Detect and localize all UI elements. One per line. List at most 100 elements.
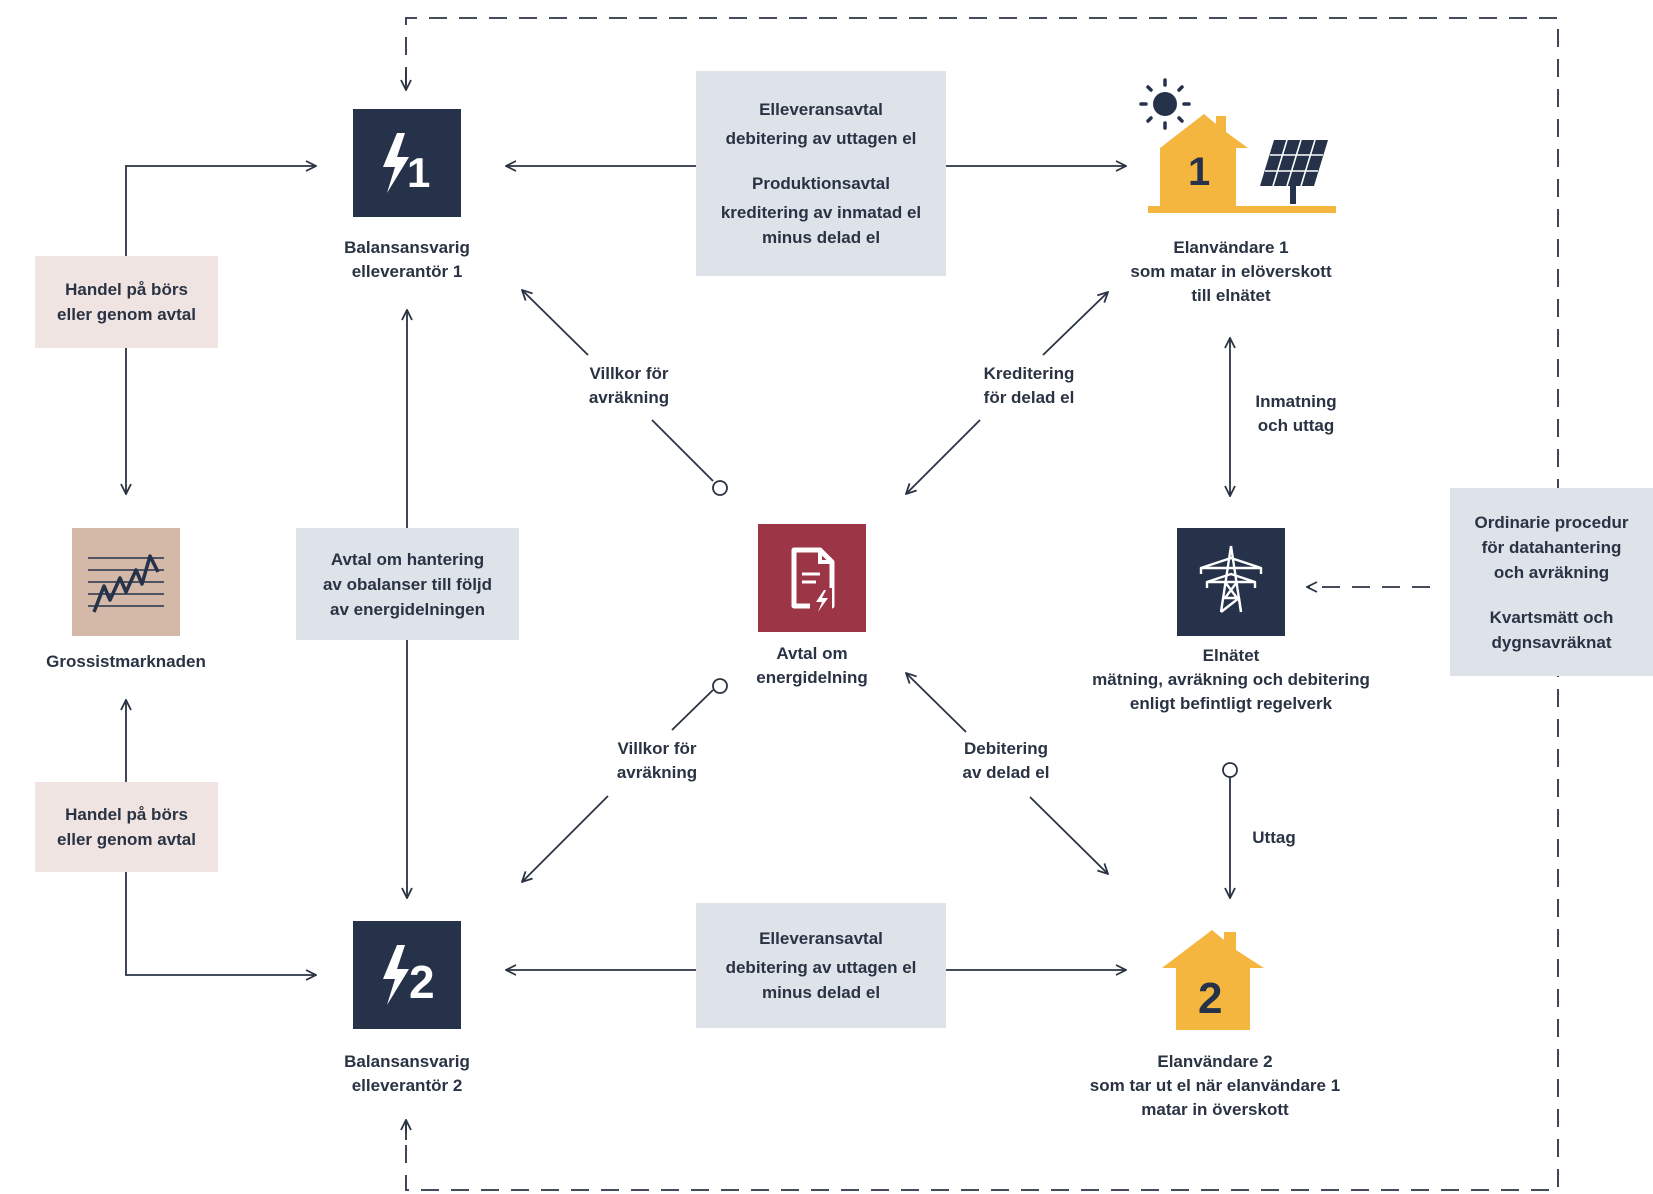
trade-bottom-box: Handel på börs eller genom avtal (35, 782, 218, 872)
edge-debit-lower (1029, 796, 1108, 874)
ordinary-line2: för datahantering (1481, 537, 1622, 557)
edge-trade-bottom-to-brp2 (125, 872, 316, 975)
edge-debit-upper (906, 673, 967, 733)
trade-top-line2: eller genom avtal (57, 305, 196, 324)
edge-settle-top-upper (522, 290, 589, 356)
edge-label-withdrawal: Uttag (1240, 826, 1308, 850)
trade-top-box: Handel på börs eller genom avtal (35, 256, 218, 348)
brp1-number: 1 (407, 149, 431, 196)
power-pylon-icon (1199, 545, 1263, 613)
document-lightning-icon (791, 547, 835, 612)
edge-label-settle-bottom: Villkor för avräkning (594, 737, 720, 785)
grid-label-line1: Elnätet (1202, 646, 1260, 665)
contract-bottom-line2: debitering av uttagen el (725, 958, 917, 977)
contract-bottom-box: Elleveransavtal debitering av uttagen el… (696, 903, 946, 1028)
consumer2-illustration: 2 (1158, 922, 1276, 1032)
settle-top-line2: avräkning (588, 388, 670, 407)
settle-bottom-line2: avräkning (616, 763, 698, 782)
consumer2-number: 2 (1198, 974, 1223, 1023)
house-icon (1162, 930, 1264, 1030)
settle-bottom-anchor (712, 678, 728, 694)
edge-label-feed: Inmatning och uttag (1242, 390, 1350, 438)
stock-chart-icon (88, 554, 164, 613)
grid-tile (1177, 528, 1285, 636)
feed-line2: och uttag (1257, 416, 1335, 435)
contract-bottom-line3: minus delad el (761, 983, 881, 1002)
trade-bottom-line1: Handel på börs (65, 805, 188, 824)
production-contract-title: Produktionsavtal (752, 174, 890, 193)
agreement-label: Avtal om energidelning (726, 642, 898, 690)
brp2-label: Balansansvarig elleverantör 2 (316, 1050, 498, 1098)
settle-top-line1: Villkor för (589, 364, 669, 383)
credit-line2: för delad el (983, 388, 1075, 407)
ordinary-line5: dygnsavräknat (1491, 632, 1612, 652)
ordinary-procedure-box: Ordinarie procedur för datahantering och… (1450, 488, 1653, 676)
ordinary-line4: Kvartsmätt och (1489, 607, 1614, 627)
edge-credit-upper (1042, 292, 1108, 356)
consumer1-label-line2: som matar in elöverskott (1130, 262, 1332, 281)
consumer2-label: Elanvändare 2 som tar ut el när elanvänd… (1060, 1050, 1370, 1122)
edge-settle-top-lower (651, 419, 714, 482)
consumer1-number: 1 (1188, 150, 1211, 194)
brp1-tile: 1 (353, 109, 461, 217)
contract-top-line2: debitering av uttagen el (725, 129, 917, 148)
grid-label-line3: enligt befintligt regelverk (1129, 694, 1333, 713)
consumer1-label: Elanvändare 1 som matar in elöverskott t… (1090, 236, 1372, 308)
edge-trade-top-to-brp1 (125, 166, 316, 256)
dashed-loop (405, 17, 1559, 1191)
consumer1-label-line1: Elanvändare 1 (1173, 238, 1289, 257)
production-contract-line2: kreditering av inmatad el (720, 203, 922, 222)
ordinary-line1: Ordinarie procedur (1474, 512, 1629, 532)
solar-panel-icon (1260, 139, 1328, 204)
settle-bottom-line1: Villkor för (617, 739, 697, 758)
contract-bottom-title: Elleveransavtal (759, 929, 883, 948)
settle-top-anchor (712, 480, 728, 496)
edge-credit-lower (906, 419, 981, 494)
edge-label-credit: Kreditering för delad el (960, 362, 1098, 410)
brp2-number: 2 (409, 956, 435, 1008)
sun-icon (1139, 78, 1191, 130)
imbalance-box: Avtal om hantering av obalanser till föl… (296, 528, 519, 640)
edge-settle-bottom-lower (522, 795, 609, 882)
edge-label-settle-top: Villkor för avräkning (566, 362, 692, 410)
contract-top-box: Elleveransavtal debitering av uttagen el… (696, 71, 946, 276)
imbalance-line2: av obalanser till följd (322, 574, 493, 594)
debit-line1: Debitering (963, 739, 1049, 758)
brp2-label-line2: elleverantör 2 (351, 1076, 463, 1095)
lightning-icon (383, 945, 409, 1005)
wholesale-label: Grossistmarknaden (30, 650, 222, 674)
brp2-label-line1: Balansansvarig (344, 1052, 470, 1071)
contract-top-title: Elleveransavtal (759, 100, 883, 119)
withdrawal-anchor (1222, 762, 1238, 778)
brp1-label-line1: Balansansvarig (344, 238, 470, 257)
house-icon (1139, 78, 1336, 213)
wholesale-tile (72, 528, 180, 636)
consumer1-label-line3: till elnätet (1191, 286, 1271, 305)
consumer2-label-line2: som tar ut el när elanvändare 1 (1089, 1076, 1341, 1095)
consumer2-label-line1: Elanvändare 2 (1157, 1052, 1273, 1071)
imbalance-line1: Avtal om hantering (330, 549, 485, 569)
agreement-label-line1: Avtal om (776, 644, 848, 663)
brp2-tile: 2 (353, 921, 461, 1029)
consumer2-label-line3: matar in överskott (1141, 1100, 1289, 1119)
brp1-label: Balansansvarig elleverantör 1 (316, 236, 498, 284)
withdrawal-line1: Uttag (1252, 828, 1296, 847)
edge-settle-bottom-upper (671, 689, 714, 731)
production-contract-line3: minus delad el (761, 228, 881, 247)
wholesale-label-line1: Grossistmarknaden (46, 652, 206, 671)
grid-label-line2: mätning, avräkning och debitering (1092, 670, 1370, 689)
trade-bottom-line2: eller genom avtal (57, 830, 196, 849)
brp1-label-line2: elleverantör 1 (351, 262, 463, 281)
consumer1-illustration: 1 (1130, 76, 1350, 222)
imbalance-line3: av energidelningen (330, 599, 485, 619)
trade-top-line1: Handel på börs (65, 280, 188, 299)
agreement-tile (758, 524, 866, 632)
feed-line1: Inmatning (1255, 392, 1337, 411)
credit-line1: Kreditering (983, 364, 1075, 383)
debit-line2: av delad el (962, 763, 1050, 782)
edge-label-debit: Debitering av delad el (940, 737, 1072, 785)
lightning-icon (383, 133, 409, 193)
grid-label: Elnätet mätning, avräkning och debiterin… (1066, 644, 1396, 716)
